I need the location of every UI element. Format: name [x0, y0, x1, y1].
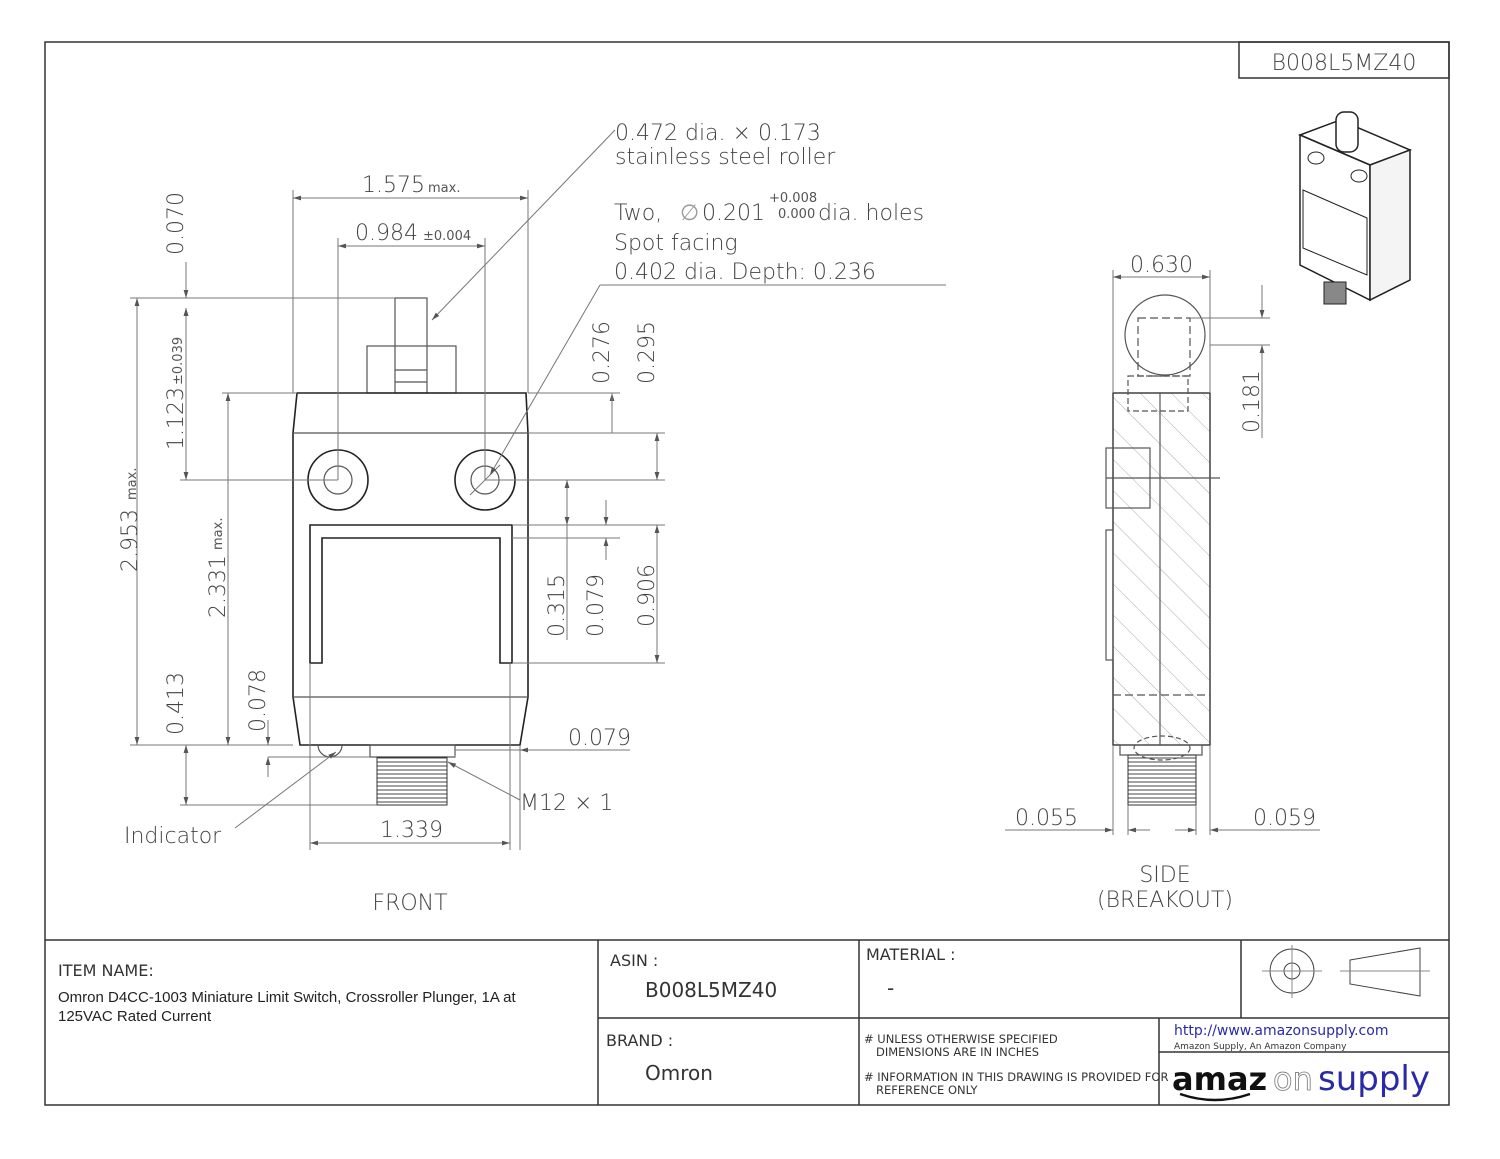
dim-413: 0.413: [164, 672, 189, 735]
item-name-label: ITEM NAME:: [58, 961, 154, 980]
holes-prefix: Two,: [614, 201, 662, 226]
logo-text: on: [1273, 1060, 1313, 1098]
url-link[interactable]: http://www.amazonsupply.com: [1174, 1023, 1388, 1039]
spot-facing: Spot facing: [614, 231, 738, 256]
dim-079-horizontal: 0.079: [568, 726, 631, 751]
side-thread: [1127, 754, 1197, 806]
dim-070: 0.070: [164, 192, 189, 255]
note-2-line-2: REFERENCE ONLY: [876, 1083, 978, 1097]
dim-1339: 1.339: [380, 818, 443, 843]
title-block: ITEM NAME: Omron D4CC-1003 Miniature Lim…: [45, 939, 1449, 1105]
brand-value: Omron: [645, 1061, 713, 1085]
dim-295: 0.295: [635, 321, 660, 384]
dim-2953: 2.953: [118, 509, 143, 572]
brand-label: BRAND :: [606, 1031, 673, 1050]
dim-906: 0.906: [635, 564, 660, 627]
connector-base: [369, 744, 456, 758]
dim-width-max: 1.575: [362, 173, 425, 198]
dim-079-vertical: 0.079: [584, 574, 609, 637]
asin-label: ASIN :: [610, 951, 658, 970]
dim-suffix: max.: [125, 468, 140, 500]
dim-suffix: max.: [428, 181, 460, 196]
note-2-line-1: # INFORMATION IN THIS DRAWING IS PROVIDE…: [864, 1070, 1168, 1084]
dim-078: 0.078: [246, 669, 271, 732]
side-view-sublabel: (BREAKOUT): [1097, 888, 1233, 913]
side-body: [1112, 392, 1211, 746]
sheet-border: [44, 41, 1450, 1106]
asin-value: B008L5MZ40: [645, 978, 777, 1002]
tag-asin: B008L5MZ40: [1272, 51, 1417, 76]
logo-text: amaz: [1172, 1060, 1267, 1098]
material-value: -: [887, 976, 894, 1000]
roller-callout-1: 0.472 dia. × 0.173: [615, 121, 821, 146]
dim-059: 0.059: [1253, 806, 1316, 831]
dim-1123: 1.123: [164, 387, 189, 450]
side-view: 0.630 0.181 0.055 0.059 SIDE (BREAKOUT): [1005, 253, 1320, 913]
roller-callout-2: stainless steel roller: [615, 145, 836, 170]
holes-value: 0.201: [702, 201, 765, 226]
tag-box: B008L5MZ40: [1238, 41, 1450, 79]
dim-suffix: max.: [211, 518, 226, 550]
thread: [376, 756, 448, 806]
indicator-lamp: [317, 744, 343, 758]
item-name-value: Omron D4CC-1003 Miniature Limit Switch, …: [58, 989, 516, 1025]
front-view: 1.575 max. 0.984 ±0.004 0.070 1.123 ±0.0…: [118, 129, 946, 916]
callouts: 0.472 dia. × 0.173 stainless steel rolle…: [614, 121, 924, 285]
projection-symbol: [1262, 945, 1430, 998]
dim-tol: ±0.039: [171, 337, 186, 385]
amazon-supply-logo: amaz on supply: [1172, 1059, 1430, 1102]
holes-suffix: dia. holes: [818, 201, 924, 226]
holes-tol-plus: +0.008: [769, 191, 817, 206]
dim-tol: ±0.004: [423, 229, 471, 244]
spot-depth: 0.402 dia. Depth: 0.236: [614, 260, 876, 285]
dim-hole-spacing: 0.984: [355, 221, 418, 246]
logo-text: supply: [1318, 1059, 1430, 1099]
holes-tol-minus: 0.000: [778, 207, 815, 222]
dim-315: 0.315: [545, 574, 570, 637]
thread-label: M12 × 1: [520, 791, 613, 816]
note-1-line-1: # UNLESS OTHERWISE SPECIFIED: [864, 1032, 1058, 1046]
company-text: Amazon Supply, An Amazon Company: [1174, 1042, 1347, 1052]
front-view-label: FRONT: [372, 891, 447, 916]
dim-276: 0.276: [590, 321, 615, 384]
smile-arrow-icon: [1179, 1092, 1251, 1102]
indicator-label: Indicator: [124, 824, 222, 849]
dim-181: 0.181: [1240, 370, 1265, 433]
dim-2331: 2.331: [206, 555, 231, 618]
diameter-symbol: ∅: [680, 201, 699, 226]
dim-630: 0.630: [1130, 253, 1193, 278]
note-1-line-2: DIMENSIONS ARE IN INCHES: [876, 1045, 1039, 1059]
side-roller: [1124, 294, 1206, 376]
label-window: [309, 524, 513, 664]
switch-body: [292, 392, 529, 746]
isometric-view: [1297, 111, 1413, 305]
side-view-label: SIDE: [1139, 863, 1190, 888]
dim-055: 0.055: [1015, 806, 1078, 831]
material-label: MATERIAL :: [866, 945, 956, 964]
